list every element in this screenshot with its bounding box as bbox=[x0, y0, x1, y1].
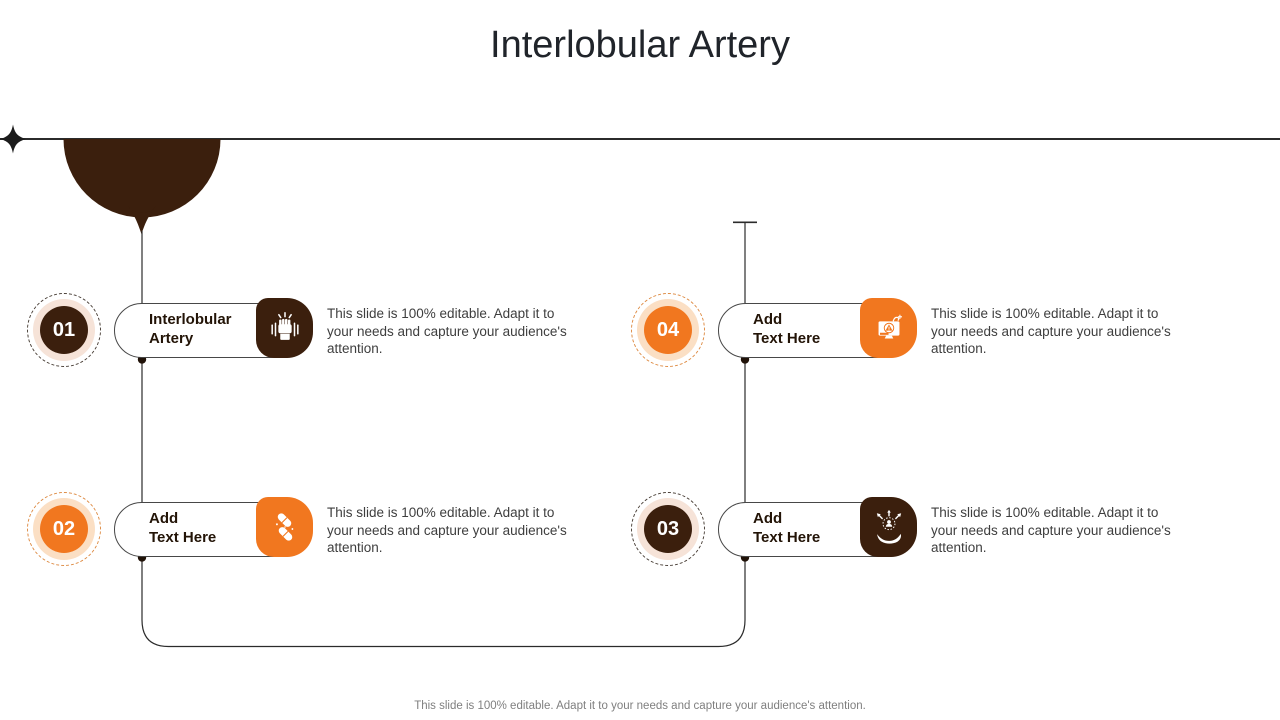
step-number-badge: 02 bbox=[27, 492, 101, 566]
hand-person-share-icon bbox=[860, 497, 917, 557]
step-label-line1: Interlobular bbox=[149, 311, 232, 328]
step-label-line1: Add bbox=[753, 311, 783, 328]
step-label-line2: Text Here bbox=[753, 330, 821, 347]
drop-tail bbox=[128, 206, 156, 234]
step-description: This slide is 100% editable. Adapt it to… bbox=[931, 505, 1171, 555]
step-label: Add Text Here bbox=[753, 509, 820, 547]
sparkle-icon bbox=[0, 124, 26, 154]
capsules-icon bbox=[256, 497, 313, 557]
step-label: Add Text Here bbox=[149, 509, 216, 547]
step-description: This slide is 100% editable. Adapt it to… bbox=[327, 505, 567, 555]
dashed-ring bbox=[631, 293, 705, 367]
step-number-badge: 03 bbox=[631, 492, 705, 566]
dashed-ring bbox=[27, 293, 101, 367]
dashed-ring bbox=[631, 492, 705, 566]
step-label: Add Text Here bbox=[753, 310, 820, 348]
step-number-badge: 04 bbox=[631, 293, 705, 367]
step-description: This slide is 100% editable. Adapt it to… bbox=[327, 306, 567, 356]
step-item-04: 04 Add Text Here This slide is 100% edit… bbox=[631, 293, 1196, 375]
step-label-line1: Add bbox=[149, 510, 179, 527]
page-title: Interlobular Artery bbox=[490, 24, 790, 66]
step-description: This slide is 100% editable. Adapt it to… bbox=[931, 306, 1171, 356]
step-number-badge: 01 bbox=[27, 293, 101, 367]
step-label-line2: Artery bbox=[149, 330, 194, 347]
step-item-01: 01 Interlobular Artery bbox=[27, 293, 592, 375]
step-number: 02 bbox=[40, 505, 88, 553]
step-label-line1: Add bbox=[753, 510, 783, 527]
footer-note: This slide is 100% editable. Adapt it to… bbox=[414, 700, 866, 712]
step-label: Interlobular Artery bbox=[149, 310, 232, 348]
dashed-ring bbox=[27, 492, 101, 566]
step-number: 01 bbox=[40, 306, 88, 354]
step-item-02: 02 Add Text Here This slide is 100% edit… bbox=[27, 492, 592, 574]
monitor-threat-icon bbox=[860, 298, 917, 358]
step-label-line2: Text Here bbox=[149, 529, 217, 546]
step-number: 03 bbox=[644, 505, 692, 553]
fist-dumbbells-icon bbox=[256, 298, 313, 358]
drop-shape bbox=[63, 139, 221, 218]
step-label-line2: Text Here bbox=[753, 529, 821, 546]
step-item-03: 03 Add Text Here bbox=[631, 492, 1196, 574]
step-number: 04 bbox=[644, 306, 692, 354]
